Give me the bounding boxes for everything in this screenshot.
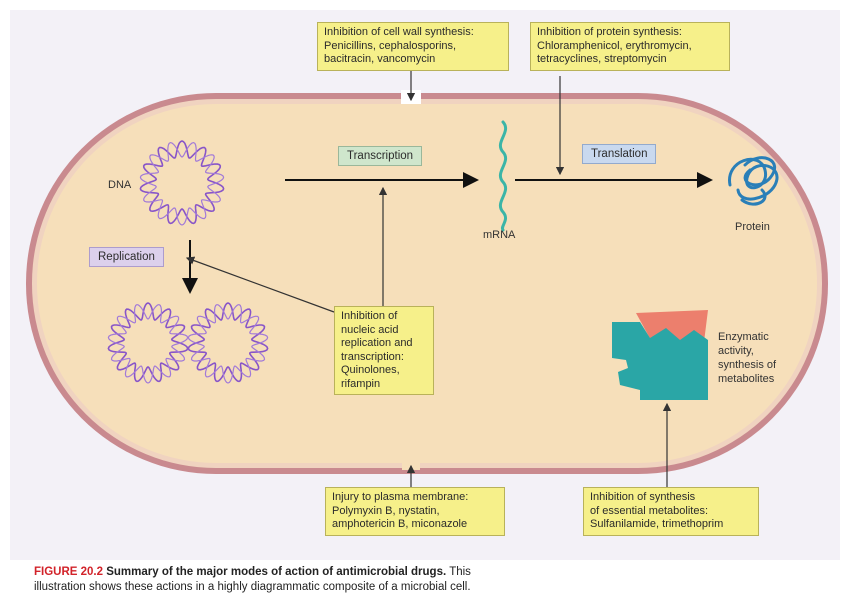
substrate-shape xyxy=(636,310,708,342)
translation-tag: Translation xyxy=(582,144,657,164)
enzymatic-line-2: activity, xyxy=(718,345,754,357)
nucleic-acid-line-4: transcription: xyxy=(341,350,404,363)
cytoplasm xyxy=(37,104,817,463)
transcription-tag: Transcription xyxy=(338,146,423,166)
cell-wall-inhibition-box: Inhibition of cell wall synthesis: Penic… xyxy=(317,22,509,71)
enzyme-shape xyxy=(612,322,708,400)
plasma-membrane-injury-box: Injury to plasma membrane: Polymyxin B, … xyxy=(325,487,505,536)
metabolite-line-3: Sulfanilamide, trimethoprim xyxy=(590,518,724,530)
dna-label: DNA xyxy=(108,179,132,191)
plasma-membrane-line-3: amphotericin B, miconazole xyxy=(332,518,468,530)
plasma-membrane-line-1: Injury to plasma membrane: xyxy=(332,491,469,503)
metabolite-inhibition-box: Inhibition of synthesis of essential met… xyxy=(583,487,759,536)
nucleic-acid-line-5: Quinolones, xyxy=(341,364,400,376)
protein-synthesis-line-1: Inhibition of protein synthesis: xyxy=(537,26,682,38)
figure-caption: FIGURE 20.2 Summary of the major modes o… xyxy=(34,565,674,595)
dna-circle-strand xyxy=(139,141,225,226)
enzymatic-line-4: metabolites xyxy=(718,373,775,385)
caption-text-2: illustration shows these actions in a hi… xyxy=(34,581,471,593)
protein-label: Protein xyxy=(735,221,770,233)
enzymatic-line-1: Enzymatic xyxy=(718,331,769,343)
dna-replica-left-strand xyxy=(107,303,189,384)
metabolite-line-2: of essential metabolites: xyxy=(590,504,709,517)
nucleic-acid-line-3: replication and xyxy=(341,337,413,349)
nucleic-acid-line-1: Inhibition of xyxy=(341,310,398,322)
enzymatic-activity-label: Enzymatic activity, synthesis of metabol… xyxy=(718,330,776,386)
cell-wall-line-1: Inhibition of cell wall synthesis: xyxy=(324,26,474,38)
protein-synthesis-line-2: Chloramphenicol, erythromycin, xyxy=(537,39,692,52)
protein-icon xyxy=(728,156,779,206)
protein-synthesis-inhibition-box: Inhibition of protein synthesis: Chloram… xyxy=(530,22,730,71)
nucleic-acid-inhibition-box: Inhibition of nucleic acid replication a… xyxy=(334,306,434,395)
enzymatic-line-3: synthesis of xyxy=(718,359,777,371)
cell-wall-line-3: bacitracin, vancomycin xyxy=(324,53,436,65)
caption-text-1: This xyxy=(449,566,471,578)
protein-synthesis-line-3: tetracyclines, streptomycin xyxy=(537,53,667,65)
replication-tag: Replication xyxy=(89,247,164,267)
nucleic-acid-line-2: nucleic acid xyxy=(341,323,399,336)
cell-wall-line-2: Penicillins, cephalosporins, xyxy=(324,39,457,52)
metabolite-line-1: Inhibition of synthesis xyxy=(590,491,696,503)
nucleic-acid-line-6: rifampin xyxy=(341,377,381,390)
figure-number: FIGURE 20.2 xyxy=(34,566,104,578)
mrna-strand xyxy=(498,120,508,232)
nucleic-to-replication-pointer xyxy=(185,256,335,313)
figure-title: Summary of the major modes of action of … xyxy=(106,566,447,578)
dna-replica-right-strand xyxy=(187,303,269,384)
plasma-membrane-line-2: Polymyxin B, nystatin, xyxy=(332,504,440,517)
mrna-label: mRNA xyxy=(483,229,516,241)
